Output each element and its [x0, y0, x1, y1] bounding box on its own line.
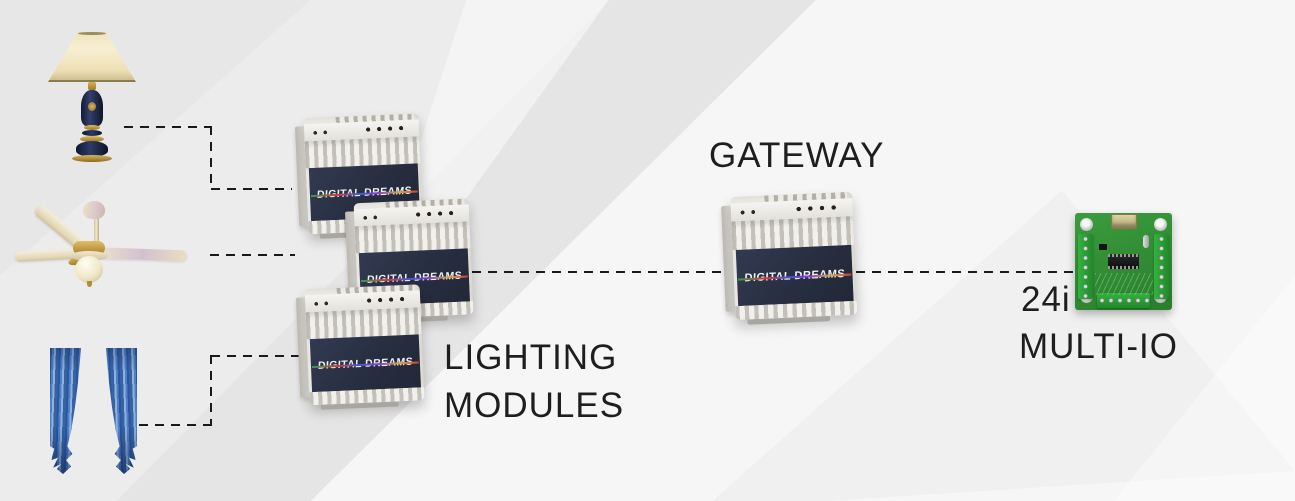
pcb-ic-chip	[1108, 254, 1139, 269]
mounting-hole	[1154, 218, 1167, 231]
fan-finial	[87, 281, 92, 287]
lamp-finial	[88, 82, 96, 90]
lighting-modules-label-line1: LIGHTING	[444, 338, 618, 377]
pcb-component	[1099, 244, 1107, 250]
multi-io-label-line1: 24i	[1021, 280, 1071, 319]
mounting-hole	[1080, 218, 1093, 231]
pcb-connector	[1111, 214, 1137, 229]
lamp-ring	[84, 125, 100, 130]
terminal-block-bottom	[1097, 293, 1150, 308]
connector-curtain-v	[210, 355, 212, 426]
multi-io-label-line2: MULTI-IO	[1019, 327, 1179, 366]
fan-downrod	[94, 216, 99, 250]
pcb-traces	[1095, 273, 1153, 295]
lighting-modules-label: LIGHTING MODULES	[444, 334, 624, 430]
connector-modules-to-gateway	[472, 271, 745, 273]
ceiling-fan-illustration	[10, 195, 195, 290]
lamp-foot	[72, 155, 112, 162]
module-front-panel: DIGITAL DREAMS	[309, 334, 421, 393]
connector-lamp-v	[210, 126, 212, 190]
module-body: DIGITAL DREAMS	[304, 284, 425, 406]
curtain-panel-left	[50, 348, 81, 474]
fan-light-globe	[75, 256, 103, 283]
fan-canopy	[83, 201, 105, 219]
terminal-block-left	[1078, 234, 1093, 299]
lamp-ring	[80, 136, 104, 142]
gateway-module: DIGITAL DREAMS	[721, 188, 858, 325]
table-lamp-illustration	[46, 28, 138, 162]
module-front-panel: DIGITAL DREAMS	[735, 244, 854, 307]
connector-lamp-h1	[124, 126, 212, 128]
lighting-module-3: DIGITAL DREAMS	[295, 280, 425, 410]
terminal-block-right	[1154, 234, 1169, 299]
connector-gateway-to-multiio	[856, 271, 1073, 273]
lighting-modules-label-line2: MODULES	[444, 386, 625, 425]
connector-curtain-h1	[139, 424, 212, 426]
lamp-ring	[82, 130, 102, 136]
digital-dreams-logo: DIGITAL DREAMS	[317, 355, 414, 372]
multi-io-board-illustration	[1075, 213, 1172, 310]
pcb-crystal	[1143, 235, 1149, 248]
lamp-medallion	[88, 102, 96, 111]
gateway-label: GATEWAY	[709, 136, 885, 175]
connector-curtain-h2	[211, 355, 302, 357]
lamp-base	[76, 141, 108, 156]
digital-dreams-logo: DIGITAL DREAMS	[743, 266, 846, 285]
curtain-panel-right	[106, 348, 137, 474]
connector-fan-h	[210, 254, 295, 256]
curtains-illustration	[48, 348, 144, 476]
connector-lamp-h2	[211, 188, 292, 190]
lamp-shade	[48, 32, 136, 82]
module-body: DIGITAL DREAMS	[730, 191, 858, 320]
